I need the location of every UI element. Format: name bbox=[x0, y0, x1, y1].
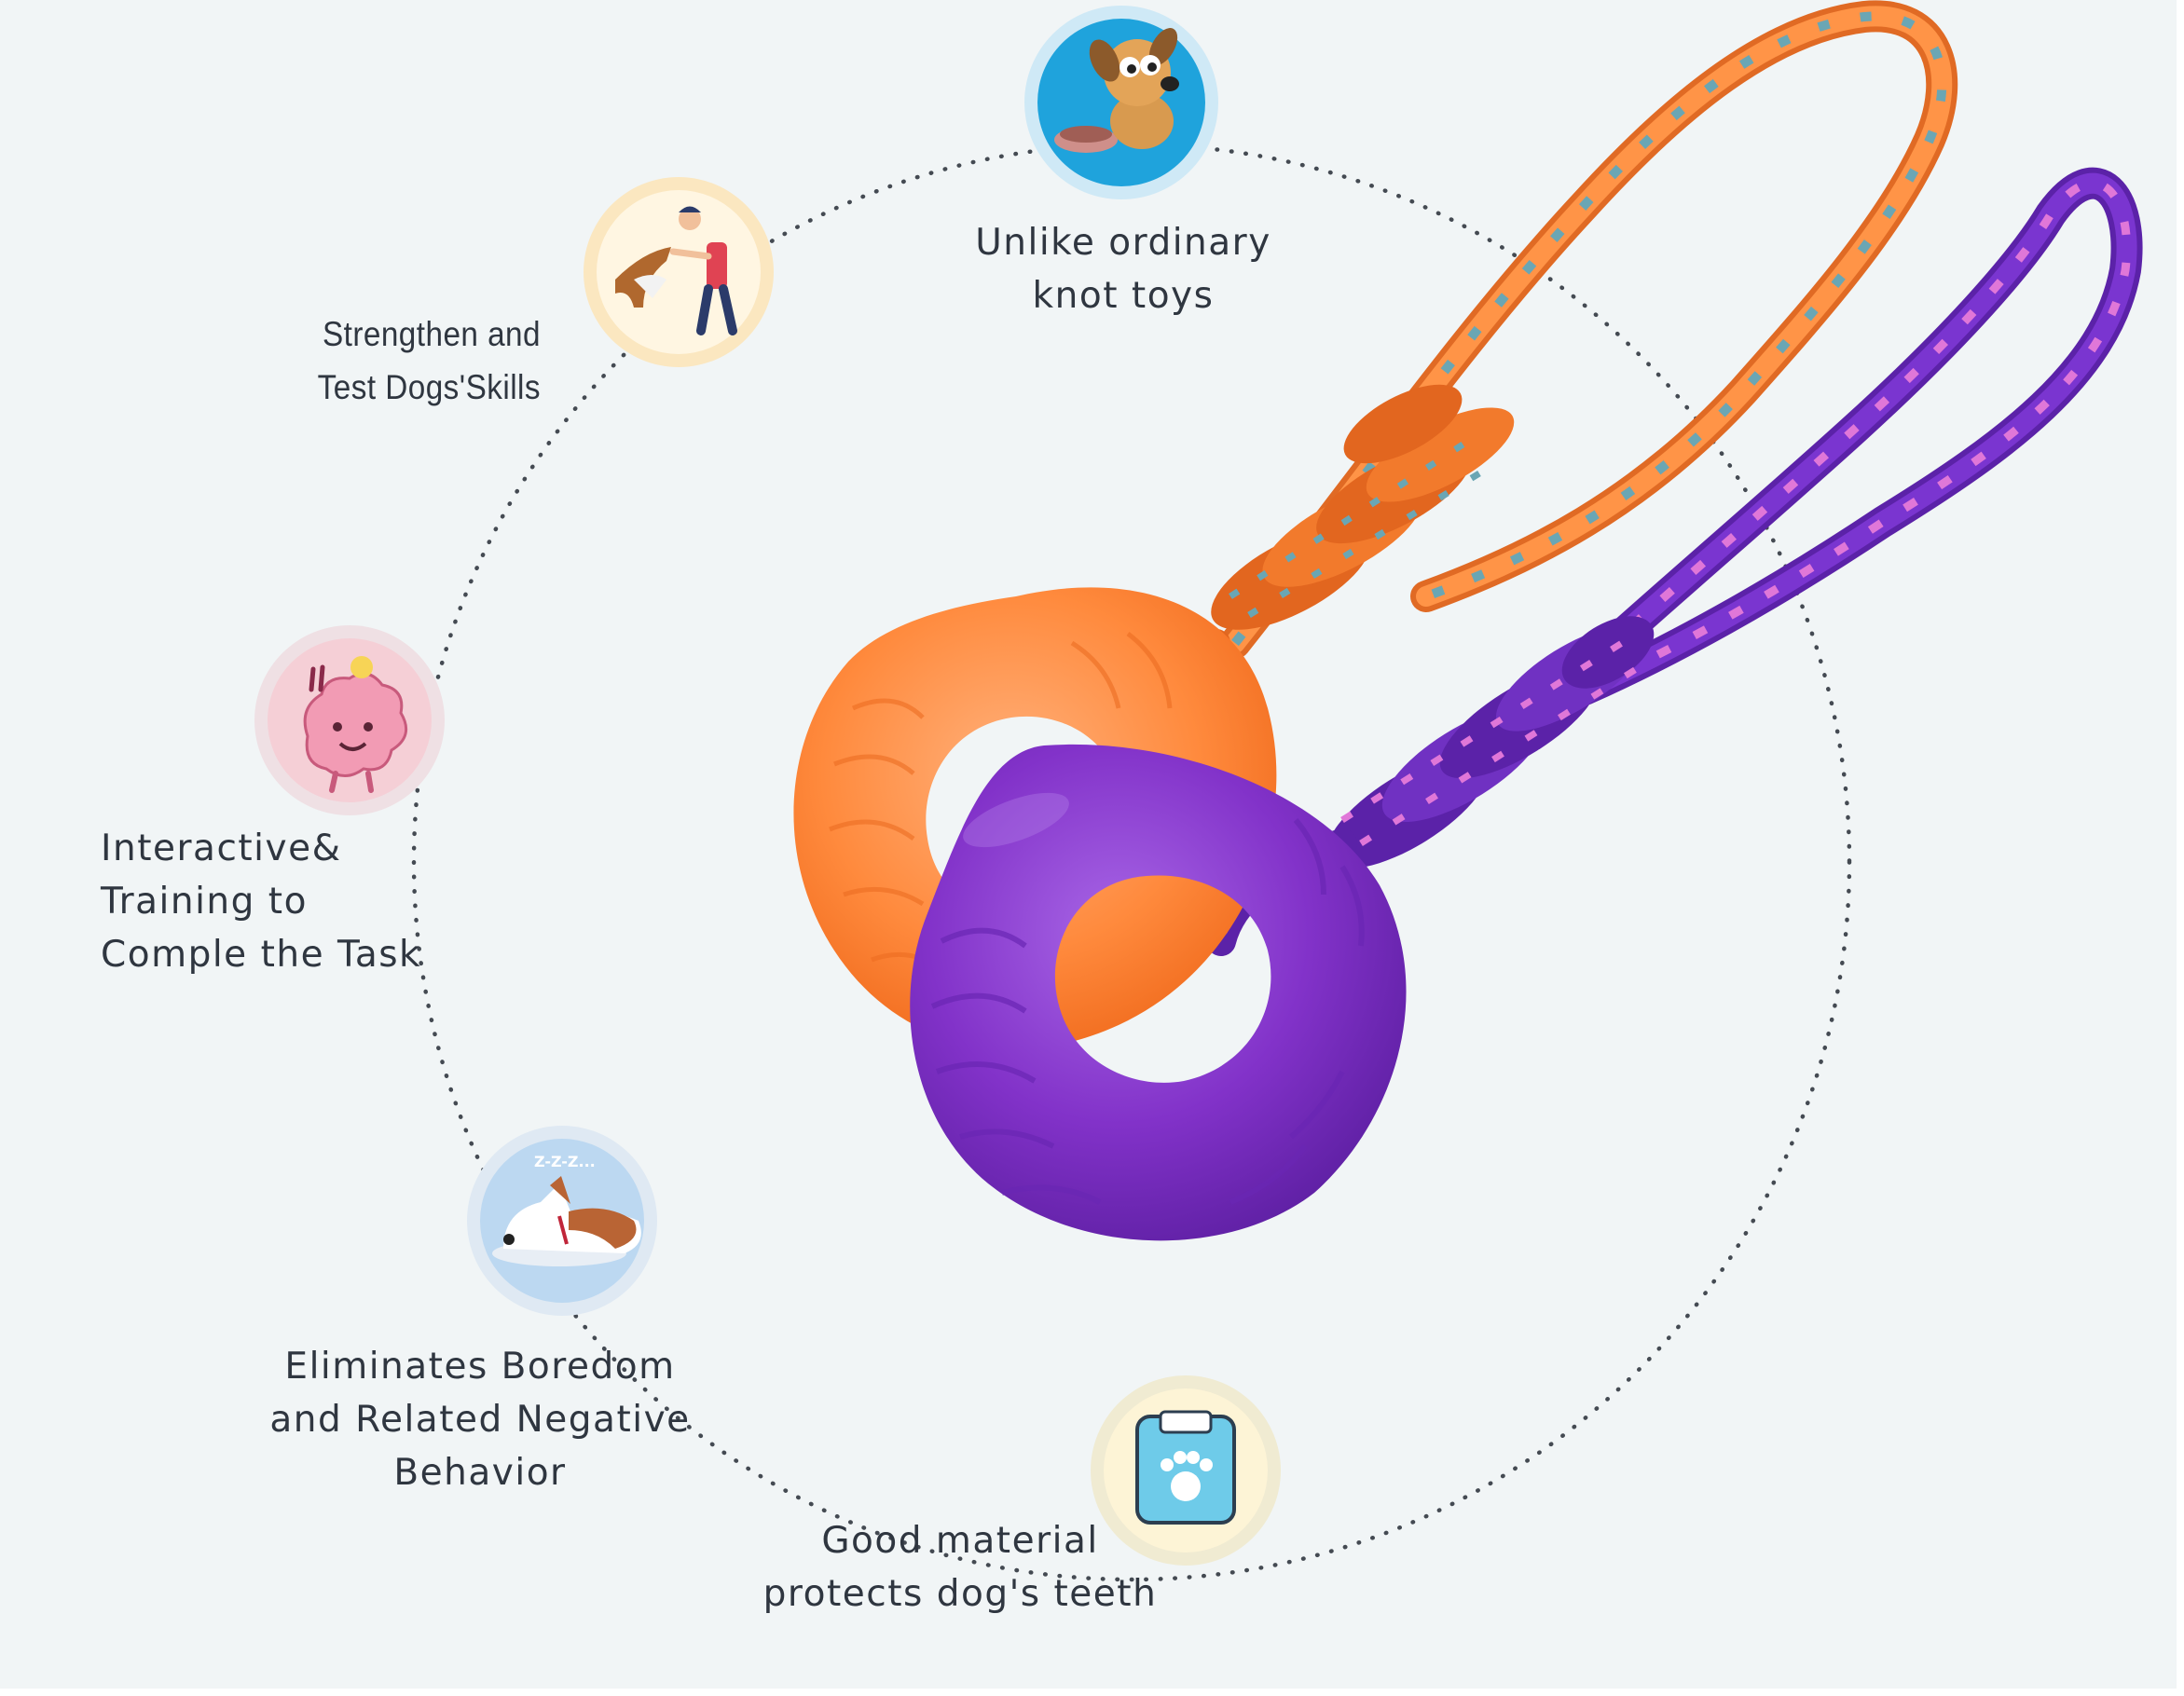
orange-rope bbox=[1170, 0, 1958, 722]
label-line: Test Dogs'Skills bbox=[317, 368, 541, 406]
label-line: Strengthen and bbox=[322, 315, 541, 353]
feature-label-eliminates-boredom: Eliminates Boredom and Related Negative … bbox=[261, 1340, 699, 1499]
svg-text:Z-Z-Z...: Z-Z-Z... bbox=[534, 1153, 596, 1170]
paw-scale-icon bbox=[1091, 1375, 1281, 1566]
feature-label-interactive-training: Interactive& Training to Comple the Task bbox=[101, 822, 436, 981]
dog-with-food-bowl-icon bbox=[1024, 6, 1218, 199]
label-line: and Related Negative bbox=[269, 1399, 691, 1441]
brain-idea-icon bbox=[254, 625, 445, 815]
label-line: protects dog's teeth bbox=[762, 1573, 1158, 1615]
label-line: Comple the Task bbox=[101, 934, 422, 976]
feature-label-good-material: Good material protects dog's teeth bbox=[746, 1514, 1174, 1621]
label-line: Behavior bbox=[393, 1452, 567, 1494]
orange-ring bbox=[793, 587, 1277, 1049]
feature-label-unlike-ordinary: Unlike ordinary knot toys bbox=[960, 216, 1286, 322]
sleeping-dog-icon: Z-Z-Z... bbox=[467, 1126, 657, 1316]
label-line: knot toys bbox=[1032, 275, 1215, 317]
label-line: Unlike ordinary bbox=[975, 222, 1271, 264]
label-line: Interactive& bbox=[101, 827, 342, 869]
purple-ring bbox=[910, 744, 1407, 1241]
label-line: Eliminates Boredom bbox=[284, 1346, 676, 1388]
feature-label-strengthen-skills: Strengthen and Test Dogs'Skills bbox=[281, 308, 541, 414]
label-line: Good material bbox=[821, 1520, 1099, 1562]
dog-training-icon bbox=[584, 177, 774, 367]
label-line: Training to bbox=[101, 881, 308, 923]
